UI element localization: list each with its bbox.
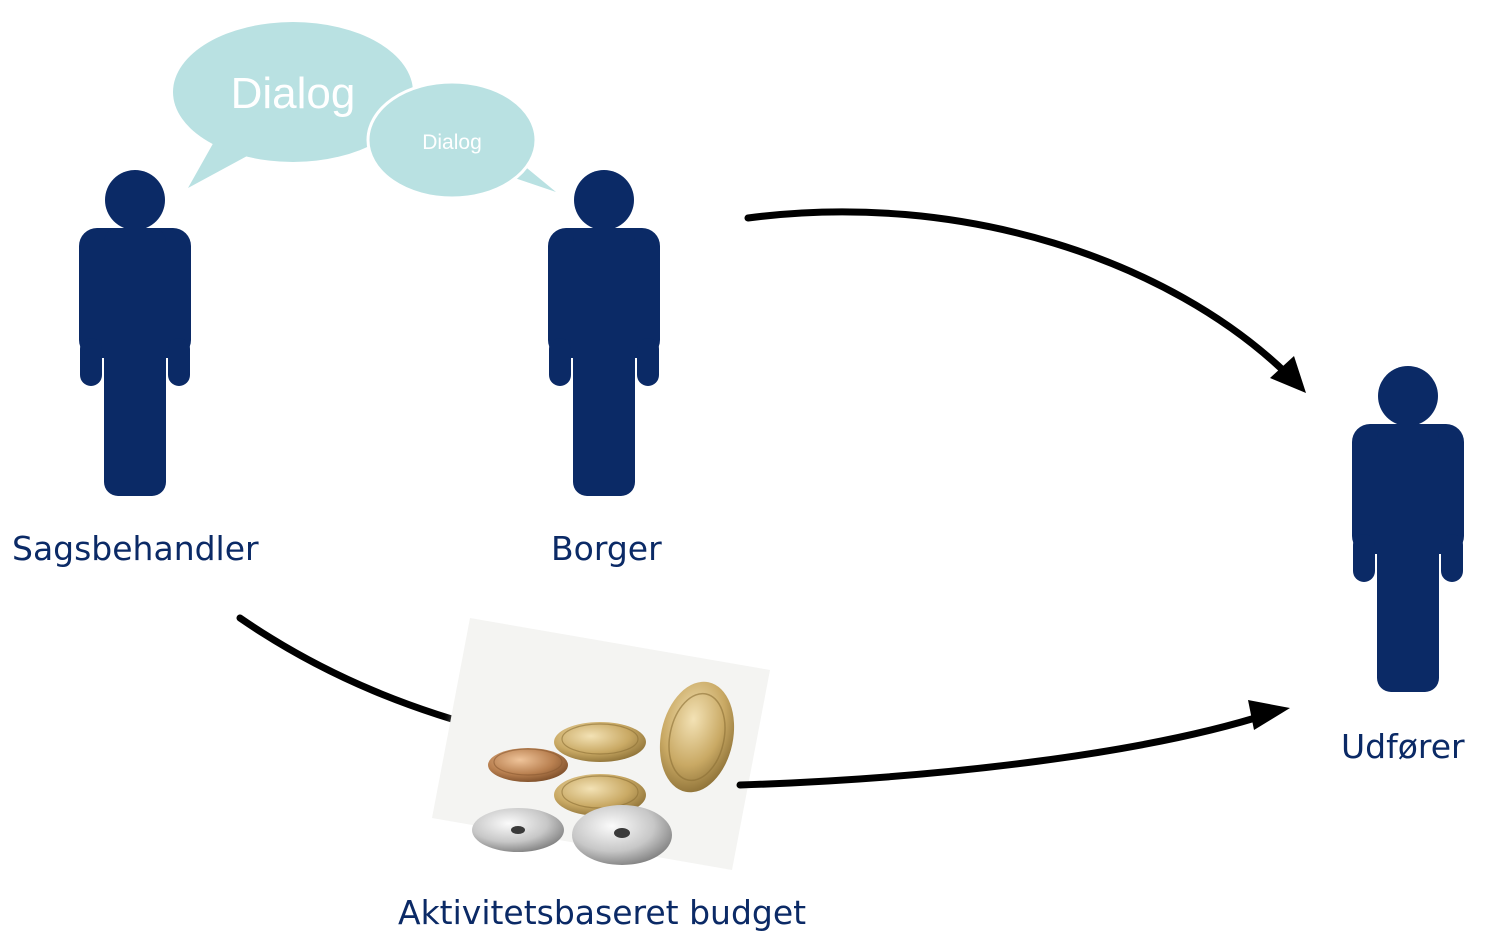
arrowhead-icon — [1248, 700, 1290, 730]
speech-bubble-large-text: Dialog — [231, 69, 356, 118]
speech-bubble-small: Dialog — [366, 80, 556, 200]
coin-icon — [554, 722, 646, 762]
person-icon-sagsbehandler — [79, 170, 191, 496]
person-icon-borger — [548, 170, 660, 496]
coin-icon — [572, 805, 672, 865]
person-icon-udforer — [1352, 366, 1464, 692]
arrow-budget-to-udforer — [736, 700, 1290, 789]
coin-icon — [488, 748, 568, 782]
coins-photo — [432, 618, 770, 870]
coin-icon — [472, 808, 564, 852]
label-sagsbehandler: Sagsbehandler — [12, 529, 259, 568]
speech-bubble-small-text: Dialog — [422, 131, 482, 154]
arrowhead-icon — [1270, 356, 1306, 393]
label-udforer: Udfører — [1341, 727, 1465, 766]
label-borger: Borger — [551, 529, 662, 568]
speech-bubble-large: Dialog — [173, 22, 413, 188]
arrow-borger-to-udforer — [744, 208, 1306, 393]
coin-icon — [659, 681, 735, 793]
label-budget: Aktivitetsbaseret budget — [398, 893, 807, 932]
